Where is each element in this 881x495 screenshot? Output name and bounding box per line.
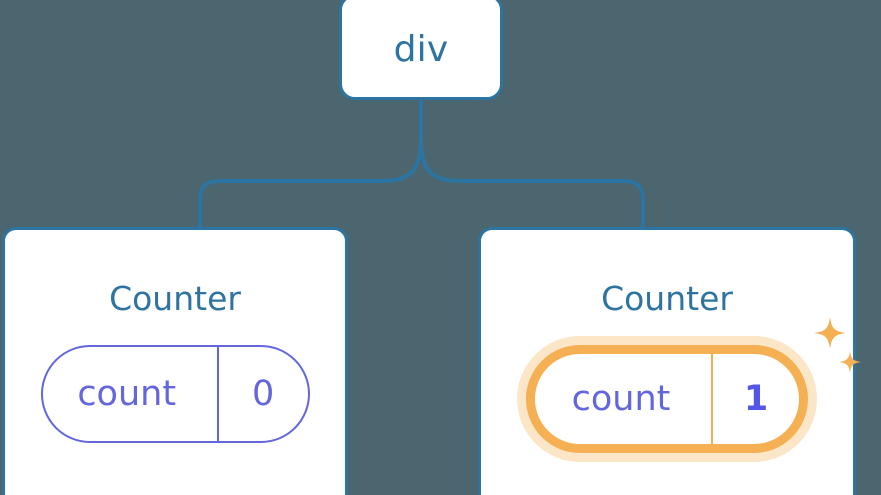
node-counter-right-label: Counter — [601, 279, 733, 318]
node-div[interactable]: div — [339, 0, 503, 100]
sparkle-large-icon — [814, 317, 846, 349]
state-value-left: 0 — [216, 347, 308, 441]
state-pill-wrap-right: count 1 — [526, 317, 861, 453]
node-div-label: div — [393, 29, 449, 70]
node-counter-left[interactable]: Counter count 0 — [2, 227, 348, 495]
sparkle-group — [814, 317, 861, 373]
state-pill-left[interactable]: count 0 — [40, 345, 310, 443]
state-pill-right[interactable]: count 1 — [526, 345, 808, 453]
state-value-right: 1 — [711, 354, 799, 444]
node-counter-left-label: Counter — [109, 279, 241, 318]
connector-branch-right — [419, 137, 645, 229]
sparkle-small-icon — [839, 351, 861, 373]
node-counter-right[interactable]: Counter count 1 — [478, 227, 861, 495]
state-pill-wrap-left: count 0 — [40, 345, 310, 443]
state-key-left: count — [77, 373, 177, 414]
connector-branch-left — [198, 137, 423, 229]
state-key-right: count — [571, 378, 671, 419]
